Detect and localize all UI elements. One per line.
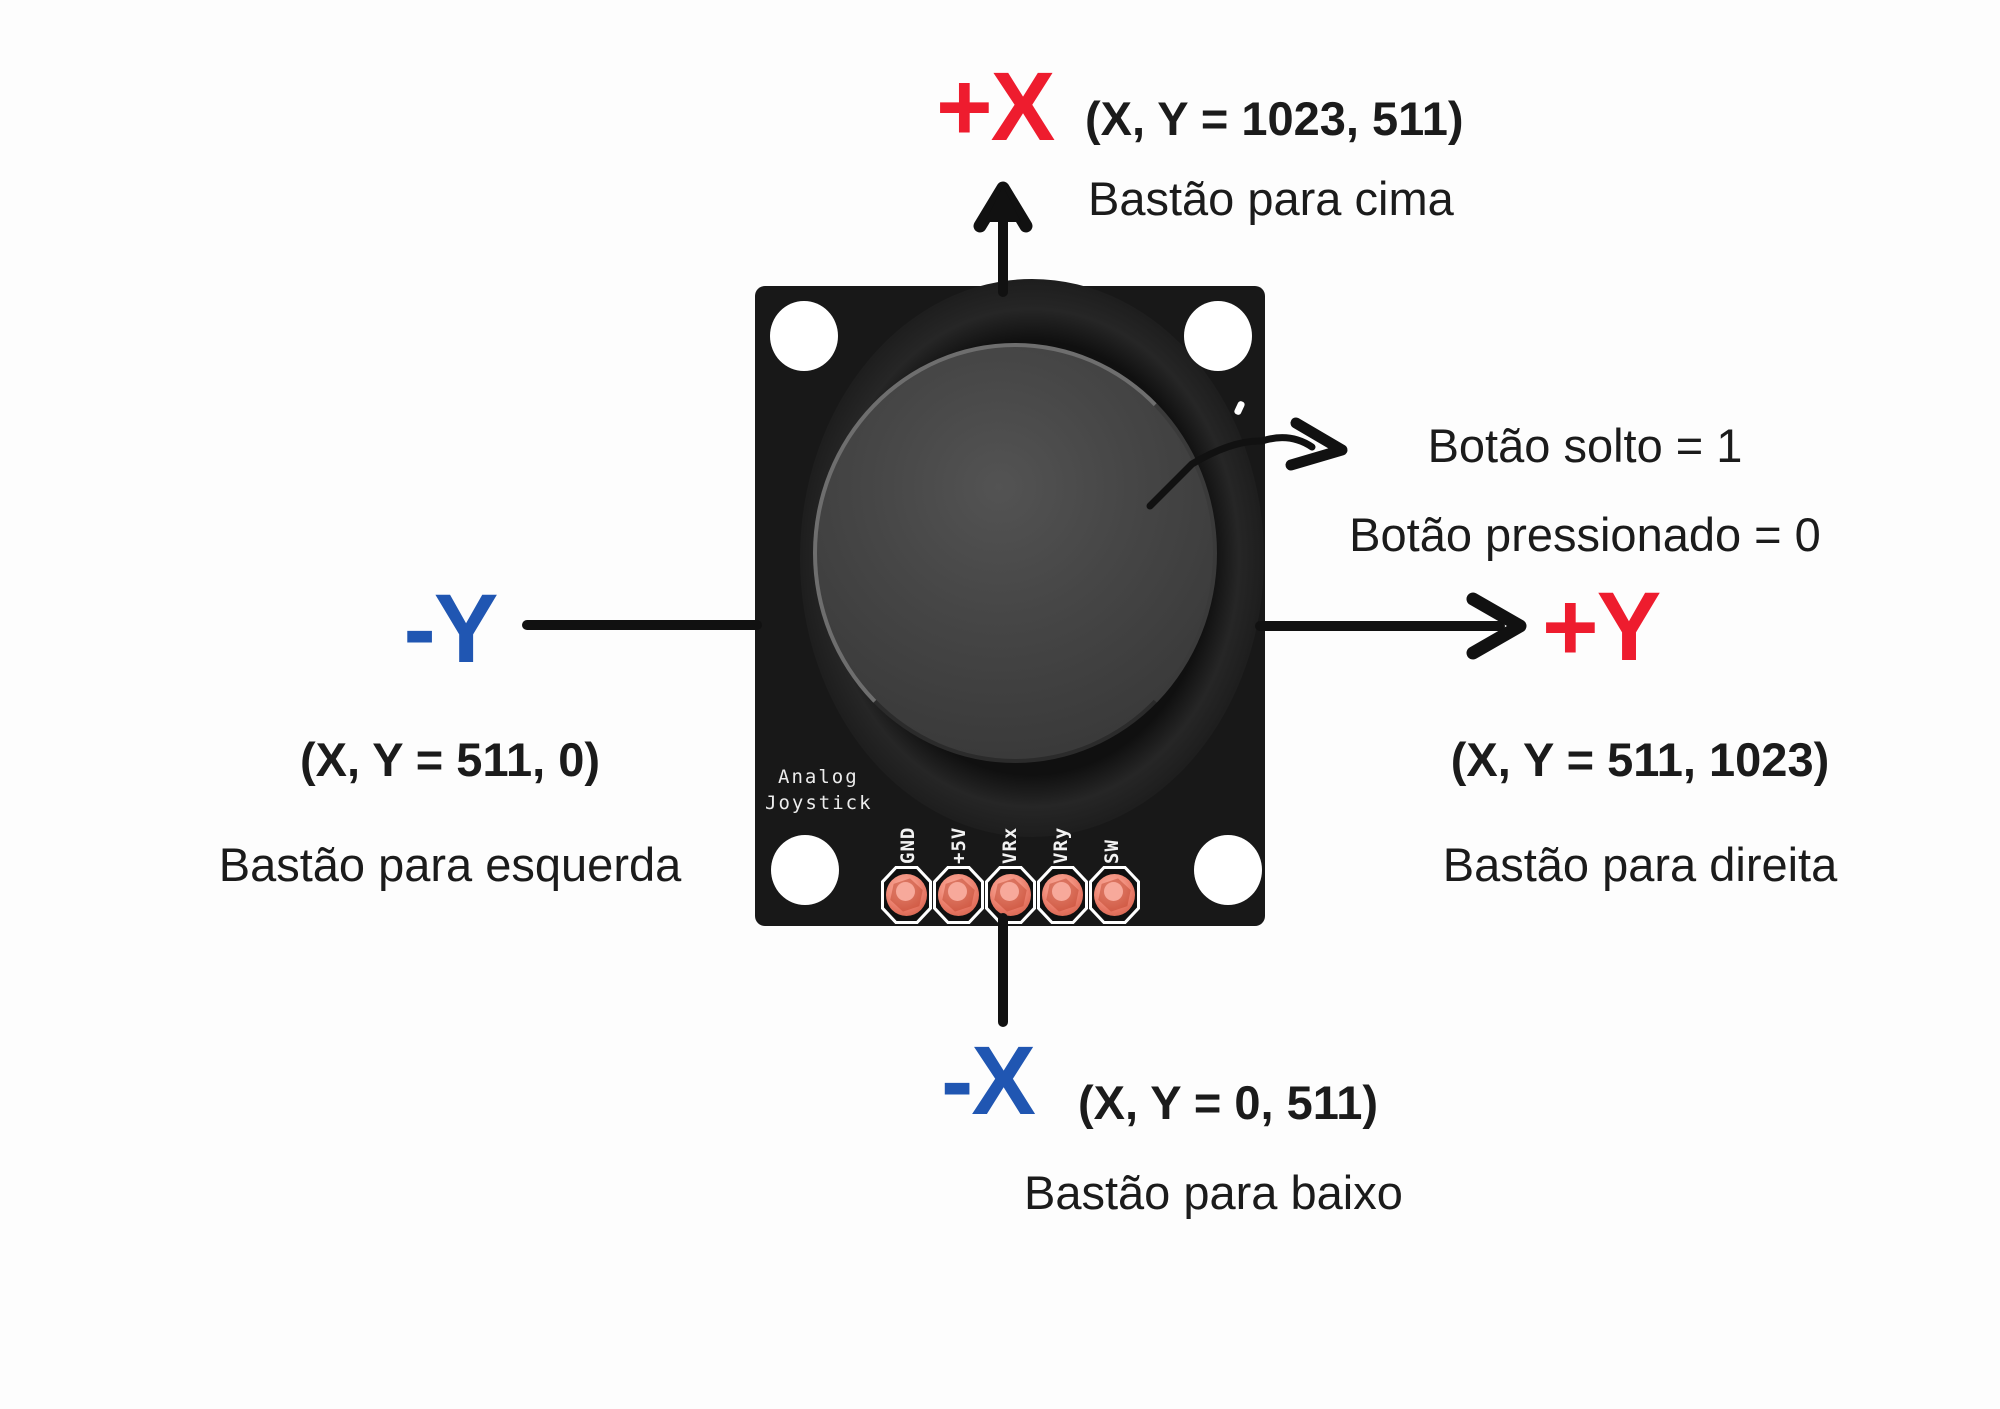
header-pin-vry — [1037, 866, 1088, 924]
mounting-hole — [770, 301, 838, 371]
coords-down: (X, Y = 0, 511) — [1078, 1076, 1379, 1129]
desc-down: Bastão para baixo — [1024, 1166, 1403, 1219]
solder-pad — [938, 874, 979, 916]
mounting-hole — [1184, 301, 1252, 371]
header-pin-sw — [1089, 866, 1140, 924]
right-label-group: (X, Y = 511, 1023) Bastão para direita — [1380, 729, 1900, 895]
button-released-text: Botão solto = 1 — [1427, 419, 1743, 472]
pin-label-vrx: VRx — [999, 826, 1021, 864]
axis-label-plus-y: +Y — [1542, 572, 1661, 681]
pin-label-vry: VRy — [1050, 826, 1072, 864]
silkscreen-line: Analog — [778, 766, 859, 788]
mounting-hole — [771, 835, 839, 905]
joystick-cap — [813, 343, 1217, 763]
joystick-module: Analog Joystick GND +5V VRx VRy SW — [755, 279, 1265, 926]
pin-header — [881, 866, 1140, 924]
header-pin-5v — [933, 866, 984, 924]
desc-up: Bastão para cima — [1088, 172, 1454, 225]
desc-left: Bastão para esquerda — [218, 838, 682, 892]
coords-up: (X, Y = 1023, 511) — [1085, 92, 1464, 145]
pin-label-5v: +5V — [948, 826, 970, 864]
header-pin-gnd — [881, 866, 932, 924]
pin-label-sw: SW — [1101, 839, 1123, 864]
mounting-hole — [1194, 835, 1262, 905]
coords-left: (X, Y = 511, 0) — [299, 733, 601, 786]
up-arrow — [973, 181, 1033, 297]
solder-pad — [1042, 874, 1083, 916]
coords-right: (X, Y = 511, 1023) — [1450, 733, 1830, 786]
solder-pad — [886, 874, 927, 916]
desc-right: Bastão para direita — [1442, 838, 1838, 892]
button-annotation: Botão solto = 1 Botão pressionado = 0 — [1315, 415, 1855, 565]
button-pressed-text: Botão pressionado = 0 — [1349, 508, 1821, 562]
solder-pad — [1094, 874, 1135, 916]
silkscreen-line: Joystick — [765, 792, 873, 814]
header-pin-vrx — [985, 866, 1036, 924]
axis-label-minus-x: -X — [941, 1026, 1036, 1135]
axis-label-plus-x: +X — [936, 52, 1055, 161]
right-arrow — [1255, 592, 1527, 660]
reflection-highlight — [1233, 400, 1246, 416]
solder-pad — [990, 874, 1031, 916]
axis-label-minus-y: -Y — [403, 574, 499, 683]
left-label-group: -Y (X, Y = 511, 0) Bastão para esquerda — [150, 580, 750, 895]
silkscreen-label: Analog Joystick — [765, 764, 873, 816]
pin-label-gnd: GND — [897, 826, 919, 864]
